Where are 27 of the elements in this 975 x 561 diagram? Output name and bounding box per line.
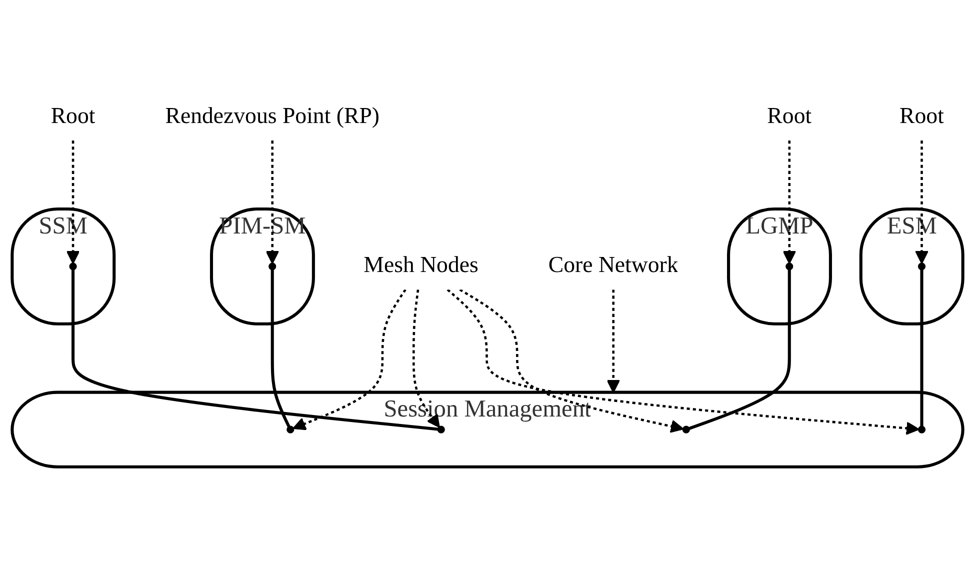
connector	[72, 269, 438, 431]
node-circle	[918, 426, 926, 434]
node-circle	[268, 262, 276, 270]
arrow	[915, 140, 928, 264]
node-text: Root	[50, 104, 96, 130]
node-text: Root	[900, 104, 944, 130]
node-circle	[786, 262, 794, 270]
connector	[688, 269, 791, 430]
node-circle	[437, 426, 445, 434]
node-circle	[682, 426, 690, 434]
node-text: Core Network	[548, 254, 678, 278]
node-text: Mesh Nodes	[364, 254, 478, 278]
arrow	[782, 140, 796, 264]
node-circle	[918, 262, 926, 270]
arrow	[459, 288, 684, 433]
arrow	[66, 140, 80, 264]
arrow	[606, 290, 620, 393]
arrow	[412, 289, 440, 428]
node-text: Root	[767, 104, 812, 130]
node-circle	[69, 262, 77, 270]
arrow	[446, 288, 920, 435]
arrow	[266, 140, 280, 264]
arrow	[292, 289, 406, 430]
node-circle	[286, 426, 294, 434]
connector	[920, 269, 924, 427]
connector	[270, 269, 290, 428]
node-text: Rendezvous Point (RP)	[165, 104, 380, 130]
